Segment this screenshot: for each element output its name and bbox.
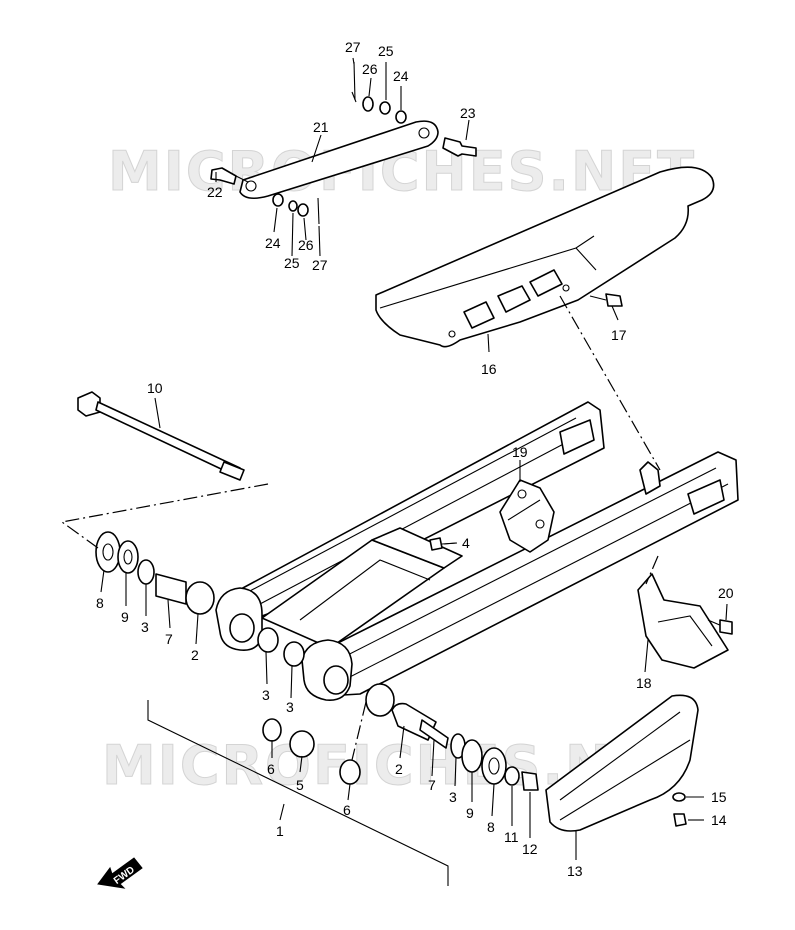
washers-nuts-upper <box>272 61 407 225</box>
label-25-top: 25 <box>378 43 394 59</box>
swingarm-1 <box>215 401 739 702</box>
label-1: 1 <box>276 823 284 839</box>
bolt-23 <box>442 137 477 157</box>
bearings-middle <box>257 627 395 785</box>
label-25-bottom: 25 <box>284 255 300 271</box>
label-19: 19 <box>512 444 528 460</box>
left-pivot-stack <box>95 531 215 615</box>
bracket-18 <box>637 573 729 669</box>
label-7-right: 7 <box>428 777 436 793</box>
label-16: 16 <box>481 361 497 377</box>
label-6-right: 6 <box>343 802 351 818</box>
group-bracket-1 <box>147 700 449 886</box>
label-4: 4 <box>462 535 470 551</box>
label-26-top: 26 <box>362 61 378 77</box>
label-24-top: 24 <box>393 68 409 84</box>
label-8-right: 8 <box>487 819 495 835</box>
label-22: 22 <box>207 184 223 200</box>
label-3-mid-b: 3 <box>286 699 294 715</box>
bolt-20 <box>707 619 733 635</box>
label-27-bottom: 27 <box>312 257 328 273</box>
bolt-22 <box>210 167 249 185</box>
label-26-bottom: 26 <box>298 237 314 253</box>
label-3-left: 3 <box>141 619 149 635</box>
collar-15 <box>672 792 686 802</box>
fwd-arrow-icon: FWD <box>97 857 143 889</box>
label-7-left: 7 <box>165 631 173 647</box>
chain-buffer-13 <box>545 694 699 832</box>
screw-14 <box>673 813 687 827</box>
label-6-left: 6 <box>267 761 275 777</box>
label-3-right: 3 <box>449 789 457 805</box>
label-27-top: 27 <box>345 39 361 55</box>
label-17: 17 <box>611 327 627 343</box>
label-8-left: 8 <box>96 595 104 611</box>
chain-guard-16 <box>375 166 715 348</box>
label-9-right: 9 <box>466 805 474 821</box>
label-12: 12 <box>522 841 538 857</box>
pivot-axle-10 <box>77 391 245 481</box>
label-11: 11 <box>504 829 519 845</box>
centerlines <box>60 295 661 761</box>
label-23: 23 <box>460 105 476 121</box>
label-5: 5 <box>296 777 304 793</box>
label-24-bottom: 24 <box>265 235 281 251</box>
label-2-right: 2 <box>395 761 403 777</box>
label-15: 15 <box>711 789 727 805</box>
bolt-17 <box>589 293 623 307</box>
label-13: 13 <box>567 863 583 879</box>
label-9-left: 9 <box>121 609 129 625</box>
label-10: 10 <box>147 380 163 396</box>
label-14: 14 <box>711 812 727 828</box>
leader-lines <box>100 57 728 860</box>
label-2-left: 2 <box>191 647 199 663</box>
label-18: 18 <box>636 675 652 691</box>
label-3-mid-a: 3 <box>262 687 270 703</box>
torque-rod <box>239 120 439 200</box>
bracket-19 <box>499 479 555 553</box>
part-labels: 27 25 26 24 21 23 22 24 26 25 27 17 16 1… <box>96 39 734 879</box>
label-20: 20 <box>718 585 734 601</box>
label-21: 21 <box>313 119 329 135</box>
